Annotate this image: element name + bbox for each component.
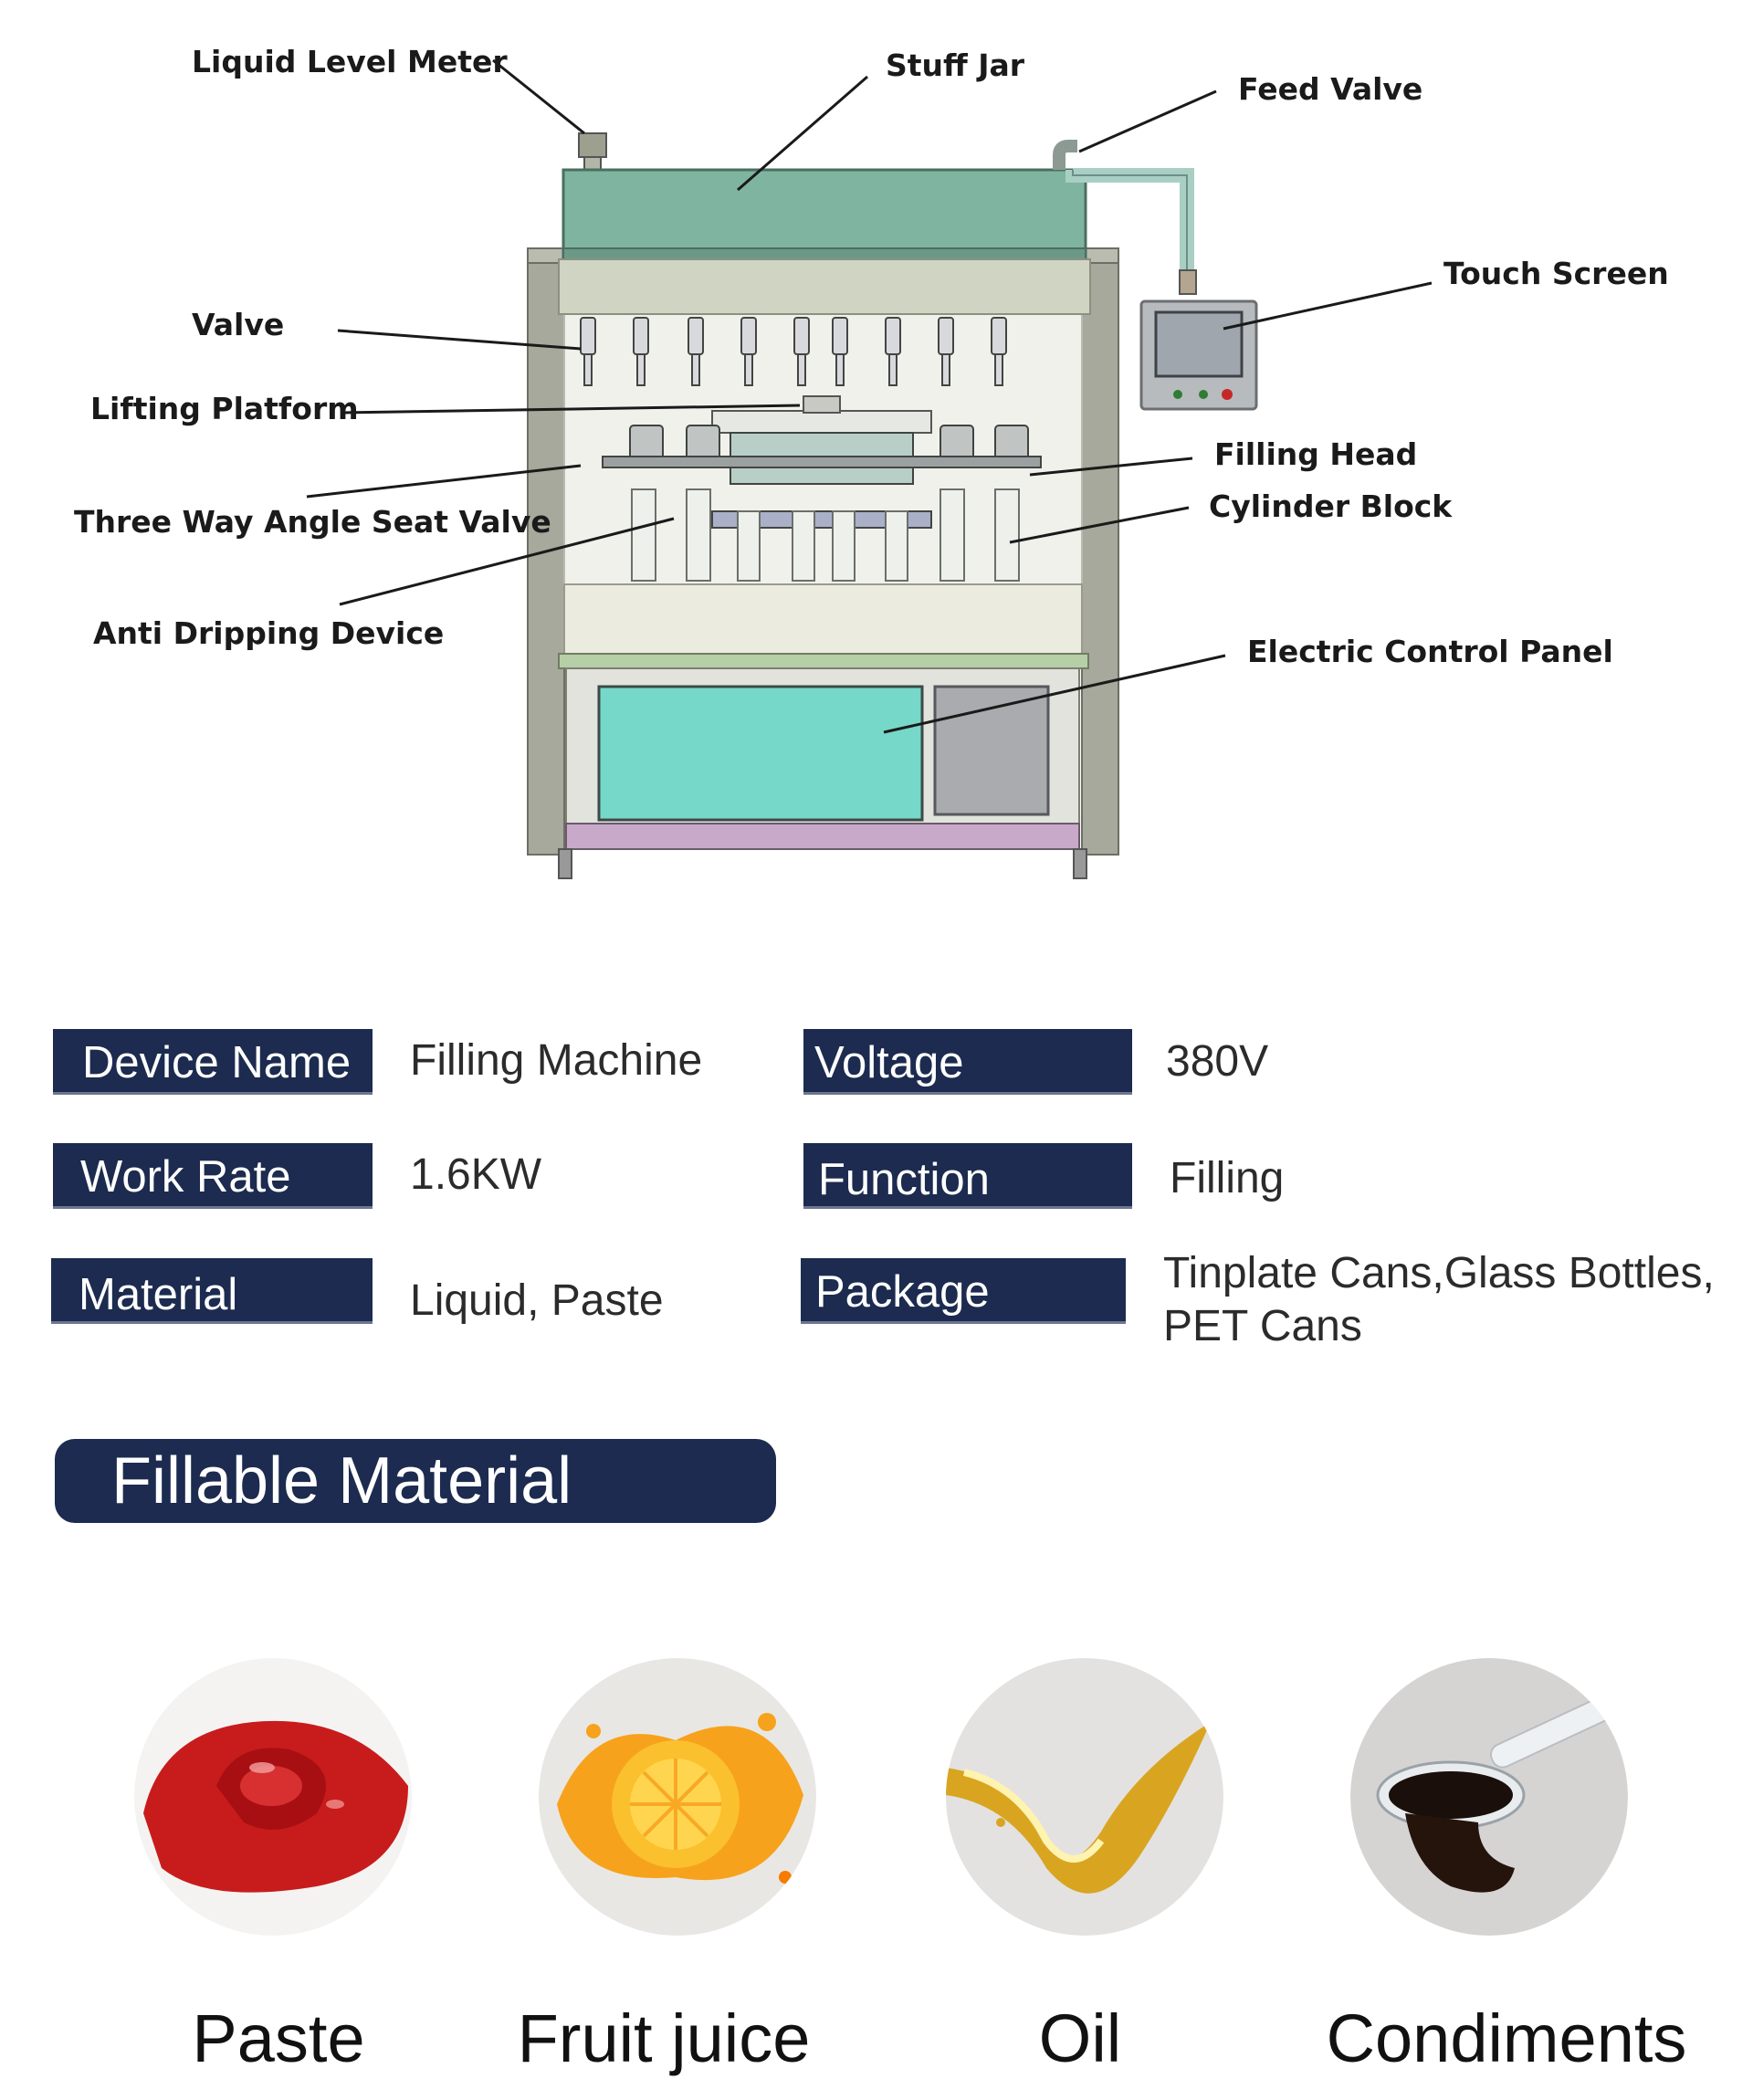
soy-sauce-icon: [1350, 1658, 1628, 1936]
spec-value-voltage: 380V: [1166, 1037, 1269, 1086]
spec-value-package-line2: PET Cans: [1163, 1302, 1362, 1350]
callout-valve: Valve: [192, 307, 285, 342]
spec-value-device-name: Filling Machine: [410, 1036, 703, 1085]
spec-label-function: Function: [803, 1143, 1132, 1209]
callout-liquid-level-meter: Liquid Level Meter: [192, 44, 508, 79]
callout-touch-screen: Touch Screen: [1443, 256, 1669, 291]
callout-stuff-jar: Stuff Jar: [886, 47, 1025, 83]
callout-electric-control-panel: Electric Control Panel: [1247, 634, 1613, 669]
spec-value-function: Filling: [1170, 1154, 1285, 1202]
spec-value-package-line1: Tinplate Cans,Glass Bottles,: [1163, 1249, 1715, 1297]
spec-label-work-rate: Work Rate: [53, 1143, 373, 1209]
material-caption-condiments: Condiments: [1326, 2000, 1687, 2076]
juice-splash-icon: [539, 1658, 816, 1936]
material-caption-paste: Paste: [192, 2000, 365, 2076]
material-caption-fruit-juice: Fruit juice: [517, 2000, 811, 2076]
spec-label-material: Material: [51, 1258, 373, 1324]
fillable-material-heading: Fillable Material: [55, 1439, 776, 1523]
callout-lifting-platform: Lifting Platform: [90, 391, 359, 426]
spec-value-material: Liquid, Paste: [410, 1276, 664, 1325]
spec-label-device-name: Device Name: [53, 1029, 373, 1095]
machine-diagram: Liquid Level Meter Stuff Jar Feed Valve …: [0, 0, 1753, 913]
material-caption-oil: Oil: [1038, 2000, 1122, 2076]
callout-filling-head: Filling Head: [1214, 436, 1418, 472]
callout-anti-dripping-device: Anti Dripping Device: [93, 615, 445, 651]
spec-label-voltage: Voltage: [803, 1029, 1132, 1095]
oil-splash-icon: [946, 1658, 1223, 1936]
spec-value-work-rate: 1.6KW: [410, 1150, 542, 1199]
ketchup-icon: [134, 1658, 412, 1936]
callout-cylinder-block: Cylinder Block: [1209, 488, 1453, 524]
callout-feed-valve: Feed Valve: [1238, 71, 1423, 107]
filling-machine-illustration: [306, 58, 1433, 879]
spec-label-package: Package: [801, 1258, 1126, 1324]
callout-three-way-angle-seat-valve: Three Way Angle Seat Valve: [74, 504, 551, 540]
